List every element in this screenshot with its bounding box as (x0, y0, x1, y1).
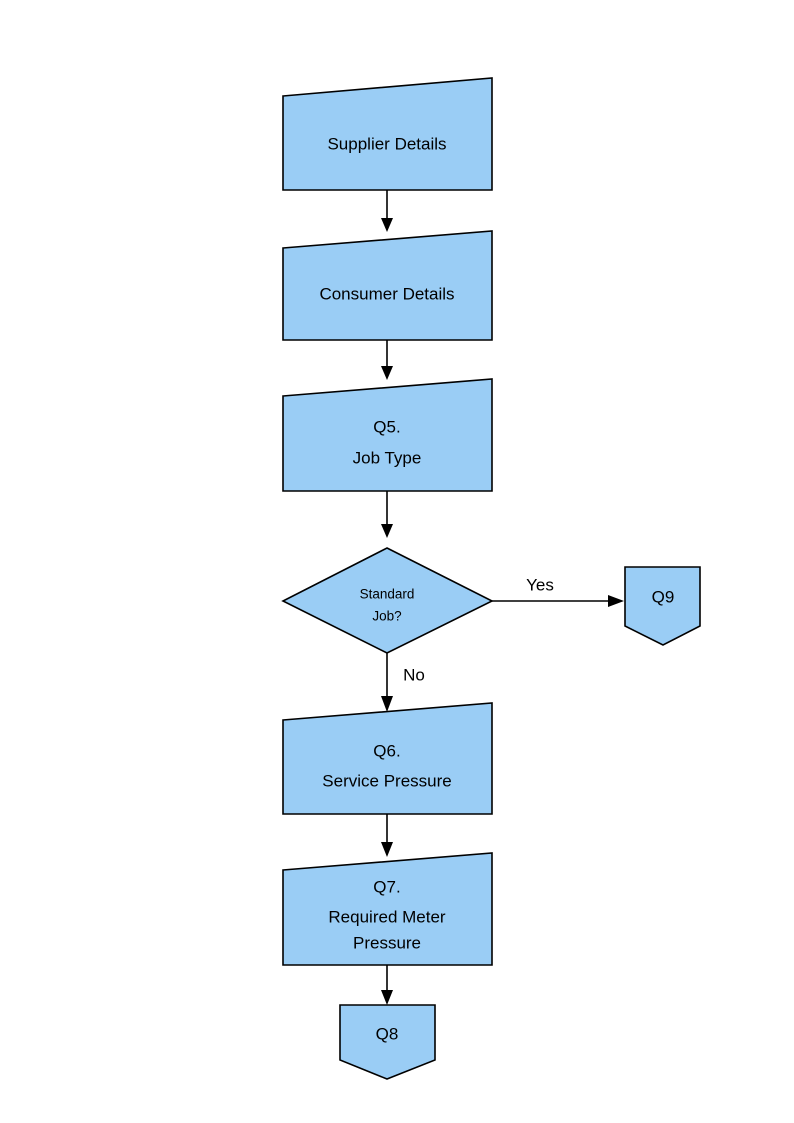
node-standard-job-decision[interactable]: Standard Job? (281, 547, 494, 654)
node-q9-connector[interactable]: Q9 (624, 566, 701, 646)
node-supplier-details[interactable]: Supplier Details (282, 77, 493, 191)
edge-consumer-to-q5 (381, 340, 393, 380)
node-label-q7-line3: Pressure (353, 933, 421, 952)
node-label-q6-line2: Service Pressure (322, 771, 451, 790)
edge-q5-to-decision (381, 491, 393, 538)
manual-input-shape (282, 378, 493, 492)
node-label-q8: Q8 (376, 1024, 399, 1043)
pentagon-down-shape (624, 566, 701, 646)
node-label-q6-line1: Q6. (373, 741, 400, 760)
arrow-head-icon (608, 595, 624, 607)
manual-input-shape (282, 77, 493, 191)
node-label-decision-line2: Job? (372, 609, 401, 624)
arrow-head-icon (381, 524, 393, 538)
pentagon-down-shape (339, 1004, 436, 1080)
edge-supplier-to-consumer (381, 190, 393, 232)
manual-input-shape (282, 852, 493, 966)
arrow-head-icon (381, 696, 393, 712)
node-label-q7-line2: Required Meter (328, 907, 446, 926)
node-label-q5-line1: Q5. (373, 417, 400, 436)
node-label-supplier-details: Supplier Details (327, 134, 446, 153)
node-label-consumer-details: Consumer Details (319, 284, 454, 303)
node-q8-connector[interactable]: Q8 (339, 1004, 436, 1080)
arrow-head-icon (381, 366, 393, 380)
node-label-q9: Q9 (652, 587, 675, 606)
node-consumer-details[interactable]: Consumer Details (282, 230, 493, 341)
edge-label-yes: Yes (526, 575, 554, 594)
node-label-q5-line2: Job Type (353, 448, 422, 467)
manual-input-shape (282, 702, 493, 815)
edge-q7-to-q8 (381, 965, 393, 1005)
node-label-decision-line1: Standard (360, 587, 415, 602)
node-q5-job-type[interactable]: Q5. Job Type (282, 378, 493, 492)
node-q6-service-pressure[interactable]: Q6. Service Pressure (282, 702, 493, 815)
edge-decision-no-to-q6: No (381, 653, 425, 712)
arrow-head-icon (381, 842, 393, 857)
node-q7-required-meter-pressure[interactable]: Q7. Required Meter Pressure (282, 852, 493, 966)
arrow-head-icon (381, 218, 393, 232)
arrow-head-icon (381, 990, 393, 1005)
manual-input-shape (282, 230, 493, 341)
edge-decision-yes-to-q9: Yes (492, 575, 624, 607)
edge-q6-to-q7 (381, 814, 393, 857)
edge-label-no: No (403, 665, 425, 684)
node-label-q7-line1: Q7. (373, 877, 400, 896)
